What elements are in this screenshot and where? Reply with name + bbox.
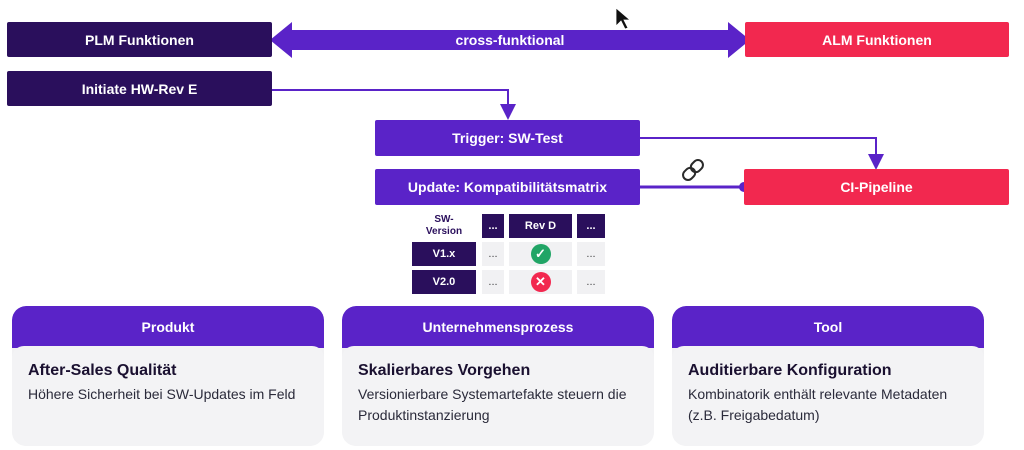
initiate-hw-rev-box: Initiate HW-Rev E — [7, 71, 272, 106]
card-body: Skalierbares Vorgehen Versionierbare Sys… — [342, 346, 654, 446]
card-text: Kombinatorik enthält relevante Metadaten… — [688, 386, 948, 423]
matrix-header-cell: Rev D — [509, 214, 572, 238]
matrix-status-cell: ✕ — [509, 270, 572, 294]
initiate-to-trigger-line — [272, 89, 516, 120]
card-text: Versionierbare Systemartefakte steuern d… — [358, 386, 627, 423]
card-body: After-Sales Qualität Höhere Sicherheit b… — [12, 346, 324, 446]
card-header: Tool — [672, 306, 984, 348]
card-title: Auditierbare Konfiguration — [688, 362, 892, 379]
chain-link-icon — [682, 159, 704, 181]
matrix-status-cell: ✓ — [509, 242, 572, 266]
card-tool: Tool Auditierbare Konfiguration Kombinat… — [672, 306, 984, 446]
card-unternehmensprozess: Unternehmensprozess Skalierbares Vorgehe… — [342, 306, 654, 446]
matrix-header-cell: ... — [482, 214, 504, 238]
ci-pipeline-label: CI-Pipeline — [840, 179, 913, 195]
update-matrix-label: Update: Kompatibilitätsmatrix — [407, 179, 608, 195]
card-header: Unternehmensprozess — [342, 306, 654, 348]
matrix-cell: ... — [482, 242, 504, 266]
card-header: Produkt — [12, 306, 324, 348]
card-title: Skalierbares Vorgehen — [358, 362, 531, 379]
check-icon: ✓ — [530, 244, 551, 264]
matrix-row-label: V1.x — [412, 242, 476, 266]
matrix-cell: ... — [577, 242, 605, 266]
cross-functional-label: cross-funktional — [455, 32, 565, 48]
update-matrix-box: Update: Kompatibilitätsmatrix — [375, 169, 640, 205]
trigger-sw-test-box: Trigger: SW-Test — [375, 120, 640, 156]
alm-functions-label: ALM Funktionen — [822, 31, 932, 48]
alm-functions-box: ALM Funktionen — [745, 22, 1009, 57]
matrix-corner-label: SW- Version — [425, 214, 463, 237]
trigger-sw-test-label: Trigger: SW-Test — [452, 130, 563, 146]
card-title: After-Sales Qualität — [28, 362, 177, 379]
card-produkt: Produkt After-Sales Qualität Höhere Sich… — [12, 306, 324, 446]
initiate-hw-rev-label: Initiate HW-Rev E — [81, 80, 198, 97]
plm-functions-label: PLM Funktionen — [85, 31, 194, 48]
matrix-header-cell: ... — [577, 214, 605, 238]
cross-icon: ✕ — [530, 272, 551, 292]
ci-pipeline-box: CI-Pipeline — [744, 169, 1009, 205]
plm-functions-box: PLM Funktionen — [7, 22, 272, 57]
matrix-cell: ... — [482, 270, 504, 294]
matrix-row-label: V2.0 — [412, 270, 476, 294]
mouse-cursor-icon — [615, 7, 632, 30]
matrix-cell: ... — [577, 270, 605, 294]
card-text: Höhere Sicherheit bei SW-Updates im Feld — [28, 386, 296, 402]
card-body: Auditierbare Konfiguration Kombinatorik … — [672, 346, 984, 446]
trigger-to-ci-line — [640, 137, 884, 170]
